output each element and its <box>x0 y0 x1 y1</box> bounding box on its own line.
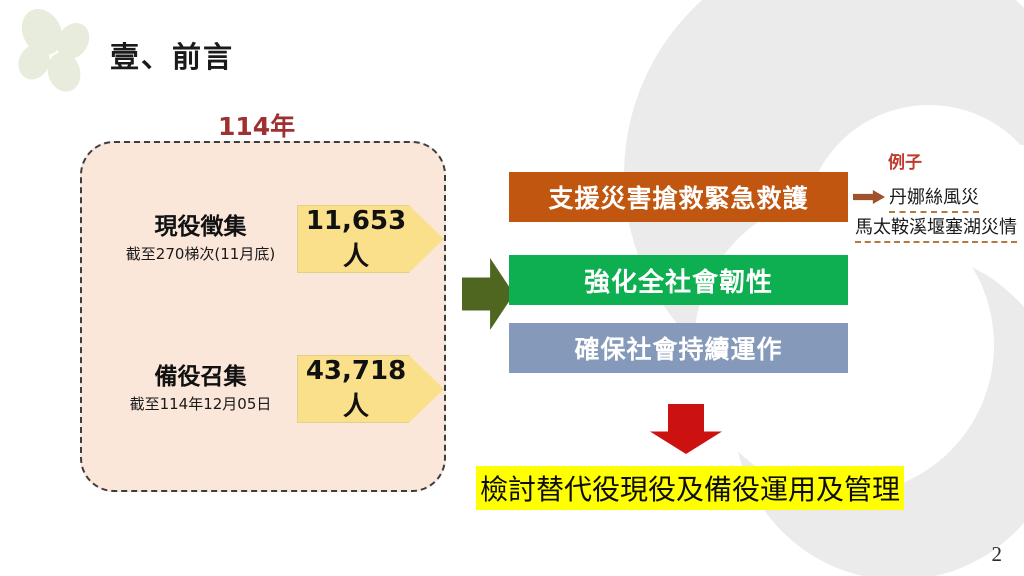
stat-value: 11,653人 <box>305 205 407 272</box>
arrow-chip-shape <box>297 205 444 273</box>
stat-title: 現役徵集 <box>154 214 247 241</box>
page-number: 2 <box>991 542 1003 566</box>
down-arrow-icon <box>650 404 722 454</box>
right-arrow-icon <box>462 258 514 330</box>
arrow-chip-shape <box>297 355 444 423</box>
stat-row-active-conscription: 現役徵集 截至270梯次(11月底) 11,653人 <box>108 205 444 273</box>
mission-bar-social-continuity: 確保社會持續運作 <box>509 323 848 373</box>
example-callout-title: 例子 <box>888 153 922 173</box>
stat-labels: 備役召集 截至114年12月05日 <box>108 364 293 413</box>
statistics-panel <box>80 141 446 492</box>
mission-bar-social-resilience: 強化全社會韌性 <box>509 255 848 305</box>
stat-row-reserve-callup: 備役召集 截至114年12月05日 43,718人 <box>108 355 444 423</box>
stat-subtitle: 截至270梯次(11月底) <box>125 244 276 263</box>
year-label: 114年 <box>218 112 296 141</box>
mission-bar-disaster-relief: 支援災害搶救緊急救護 <box>509 172 848 222</box>
stat-subtitle: 截至114年12月05日 <box>129 394 272 413</box>
stat-title: 備役召集 <box>154 364 247 391</box>
example-item: 丹娜絲風災 <box>889 183 979 213</box>
stat-value-arrow-chip: 11,653人 <box>297 205 444 273</box>
stat-labels: 現役徵集 截至270梯次(11月底) <box>108 214 293 263</box>
example-item: 馬太鞍溪堰塞湖災情 <box>855 213 1017 243</box>
stat-value-arrow-chip: 43,718人 <box>297 355 444 423</box>
conclusion-statement: 檢討替代役現役及備役運用及管理 <box>476 466 905 510</box>
clover-logo-icon <box>18 9 90 92</box>
stat-value: 43,718人 <box>305 355 407 422</box>
page-title: 壹、前言 <box>110 40 235 74</box>
